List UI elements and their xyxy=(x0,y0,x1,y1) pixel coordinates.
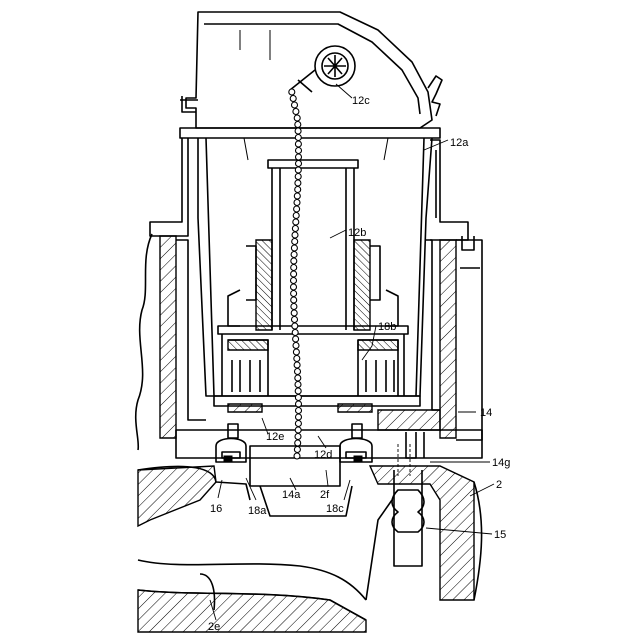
chain-bead xyxy=(292,232,298,238)
label-14g: 14g xyxy=(492,457,510,469)
chain-bead xyxy=(295,421,301,427)
label-12d: 12d xyxy=(314,449,332,461)
chain-bead xyxy=(295,122,301,128)
label-12b: 12b xyxy=(348,227,366,239)
chain-bead xyxy=(296,414,302,420)
chain-bead xyxy=(291,291,297,297)
chain-bead xyxy=(294,362,300,368)
chain-bead xyxy=(296,161,302,167)
chain-bead xyxy=(295,375,301,381)
chain-bead xyxy=(294,200,300,206)
chain-bead xyxy=(294,206,300,212)
label-12a: 12a xyxy=(450,137,469,149)
chain-bead xyxy=(295,174,301,180)
label-2: 2 xyxy=(496,479,502,491)
label-12e: 12e xyxy=(266,431,284,443)
chain-bead xyxy=(295,141,301,147)
chain-bead xyxy=(293,343,299,349)
chain-bead xyxy=(295,427,301,433)
chain-bead xyxy=(291,304,297,310)
chain-bead xyxy=(292,226,298,232)
chain-bead xyxy=(291,284,297,290)
chain-bead xyxy=(291,271,297,277)
ball-chain xyxy=(289,89,302,459)
label-16: 16 xyxy=(210,503,222,515)
label-18c: 18c xyxy=(326,503,344,515)
chain-bead xyxy=(291,252,297,258)
top-cap xyxy=(180,12,442,138)
label-2e: 2e xyxy=(208,621,220,633)
chain-bead xyxy=(294,356,300,362)
chain-bead xyxy=(293,336,299,342)
chain-bead xyxy=(295,369,301,375)
chain-bead xyxy=(295,128,301,134)
label-15: 15 xyxy=(494,529,506,541)
chain-bead xyxy=(295,187,301,193)
bowl-body-2 xyxy=(138,466,482,632)
chain-bead xyxy=(291,258,297,264)
chain-bead xyxy=(293,219,299,225)
chain-bead xyxy=(294,193,300,199)
valve-body xyxy=(214,326,420,406)
chain-bead xyxy=(295,135,301,141)
chain-bead xyxy=(296,401,302,407)
cup-12a xyxy=(150,138,468,396)
chain-bead xyxy=(295,167,301,173)
chain-bead xyxy=(295,382,301,388)
chain-bead xyxy=(292,239,298,245)
chain-bead xyxy=(294,115,300,121)
label-2f: 2f xyxy=(320,489,330,501)
chain-bead xyxy=(296,148,302,154)
hook-12c xyxy=(290,46,355,92)
chain-bead xyxy=(293,213,299,219)
chain-bead xyxy=(295,388,301,394)
chain-bead xyxy=(292,323,298,329)
chain-bead xyxy=(291,310,297,316)
chain-bead xyxy=(293,349,299,355)
chain-bead xyxy=(293,109,299,115)
housing-left xyxy=(136,234,206,450)
chain-bead xyxy=(295,440,301,446)
chain-bead xyxy=(295,395,301,401)
chain-bead xyxy=(291,278,297,284)
chain-bead xyxy=(289,89,295,95)
chain-bead xyxy=(292,330,298,336)
chain-bead xyxy=(294,447,300,453)
chain-bead xyxy=(290,96,296,102)
chain-bead xyxy=(291,297,297,303)
chain-bead xyxy=(294,453,300,459)
chain-bead xyxy=(291,265,297,271)
chain-bead xyxy=(296,154,302,160)
chain-bead xyxy=(292,102,298,108)
chain-bead xyxy=(292,317,298,323)
tube-12b xyxy=(228,160,398,330)
label-12c: 12c xyxy=(352,95,370,107)
seals xyxy=(216,404,372,462)
label-14a: 14a xyxy=(282,489,301,501)
float-15 xyxy=(392,444,424,566)
label-14: 14 xyxy=(480,407,492,419)
chain-bead xyxy=(295,180,301,186)
chain-bead xyxy=(291,245,297,251)
label-18b: 18b xyxy=(378,321,396,333)
chain-bead xyxy=(296,408,302,414)
chain-bead xyxy=(295,434,301,440)
label-18a: 18a xyxy=(248,505,267,517)
